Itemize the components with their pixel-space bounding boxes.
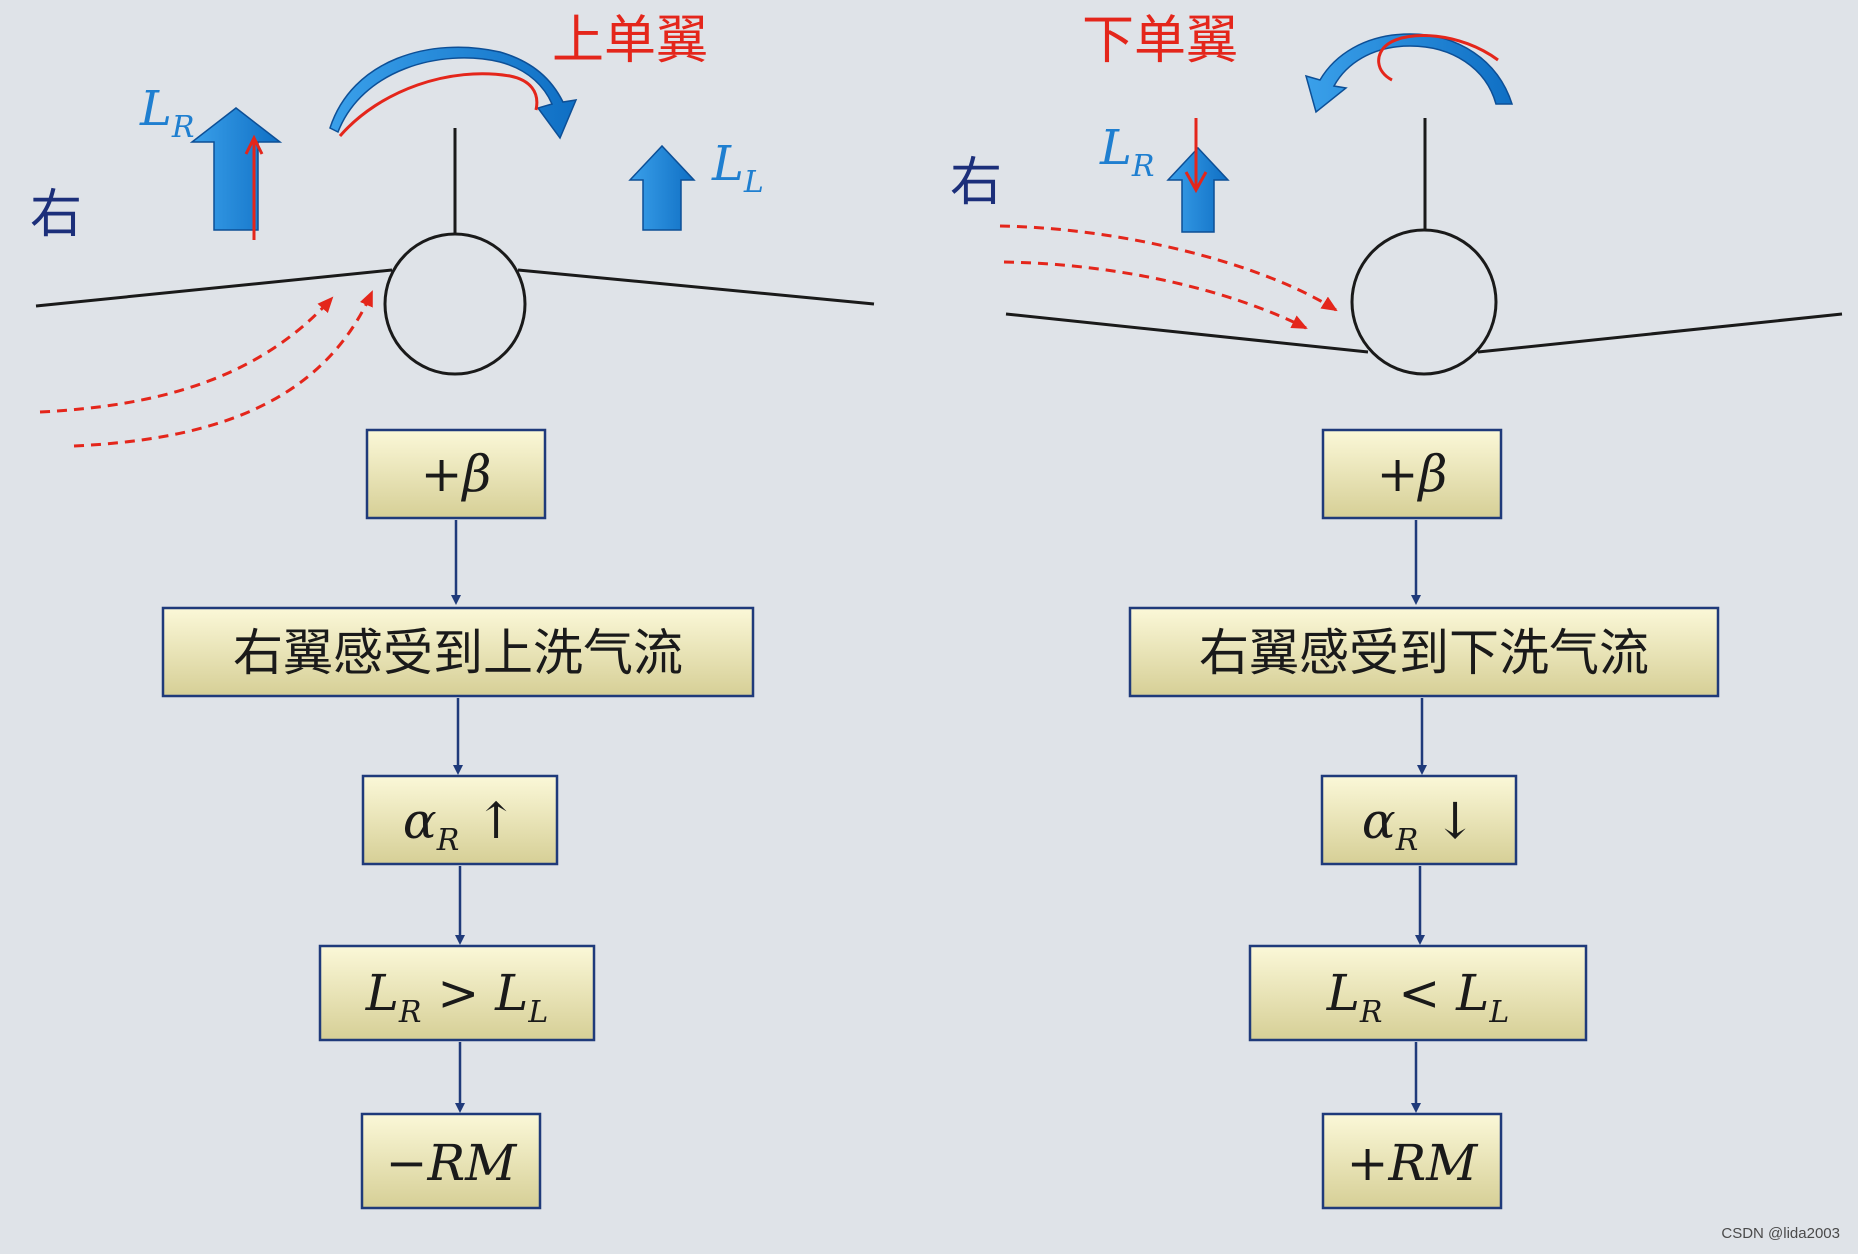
left-lift-right-redline [244,134,264,240]
svg-text:−RM: −RM [386,1134,519,1192]
right-airflow-1 [999,224,1338,312]
left-flow-step-2: 右翼感受到上洗气流 [161,606,755,698]
left-panel: 上单翼 右 LR LL +β 右翼感受到上洗气流 αR ↑ [30,11,875,1210]
left-flow-step-5: −RM [360,1112,542,1210]
svg-text:αR ↑: αR ↑ [403,792,517,858]
svg-text:+β: +β [1377,445,1448,503]
svg-text:+RM: +RM [1347,1134,1480,1192]
left-lift-left-label: LL [711,136,764,200]
right-lift-right-arrow [1166,146,1230,233]
right-fuselage [1350,228,1498,376]
right-wing-right [1005,312,1369,354]
right-panel: 下单翼 右 LR +β 右翼感受到下洗气流 αR ↓ LR [950,11,1843,1210]
left-side-label: 右 [30,185,82,245]
left-lift-left-arrow [628,144,696,231]
svg-text:+β: +β [421,445,492,503]
right-side-label: 右 [950,153,1002,213]
svg-text:LR < LL: LR < LL [1326,964,1510,1030]
left-lift-right-arrow [189,107,283,231]
svg-text:右翼感受到上洗气流: 右翼感受到上洗气流 [233,624,683,682]
right-flow-step-5: +RM [1321,1112,1503,1210]
svg-text:右翼感受到下洗气流: 右翼感受到下洗气流 [1199,624,1649,682]
right-flow-step-1: +β [1321,428,1503,520]
watermark: CSDN @lida2003 [1721,1225,1840,1242]
right-wing-left [1477,312,1843,354]
right-roll-arrow [1304,33,1514,114]
right-flow-step-2: 右翼感受到下洗气流 [1128,606,1720,698]
right-lift-right-redline [1184,118,1208,194]
right-airflow-2 [1003,260,1308,330]
left-airflow-2 [73,290,374,448]
svg-text:αR ↓: αR ↓ [1362,792,1476,858]
left-title: 上单翼 [552,11,708,71]
left-fuselage [383,232,527,376]
left-roll-arrow [329,46,578,140]
right-flow-step-3: αR ↓ [1320,774,1518,866]
right-roll-redline [1377,34,1499,82]
right-lift-right-label: LR [1099,120,1154,184]
left-flow-step-4: LR > LL [318,944,596,1042]
left-wing-right [35,268,393,308]
right-flow-step-4: LR < LL [1248,944,1588,1042]
right-title: 下单翼 [1082,11,1238,71]
left-lift-right-label: LR [139,81,194,145]
left-airflow-1 [39,296,334,414]
left-roll-redline [338,72,539,137]
svg-text:LR > LL: LR > LL [365,964,549,1030]
left-wing-left [517,268,875,306]
left-flow-step-3: αR ↑ [361,774,559,866]
left-flow-step-1: +β [365,428,547,520]
